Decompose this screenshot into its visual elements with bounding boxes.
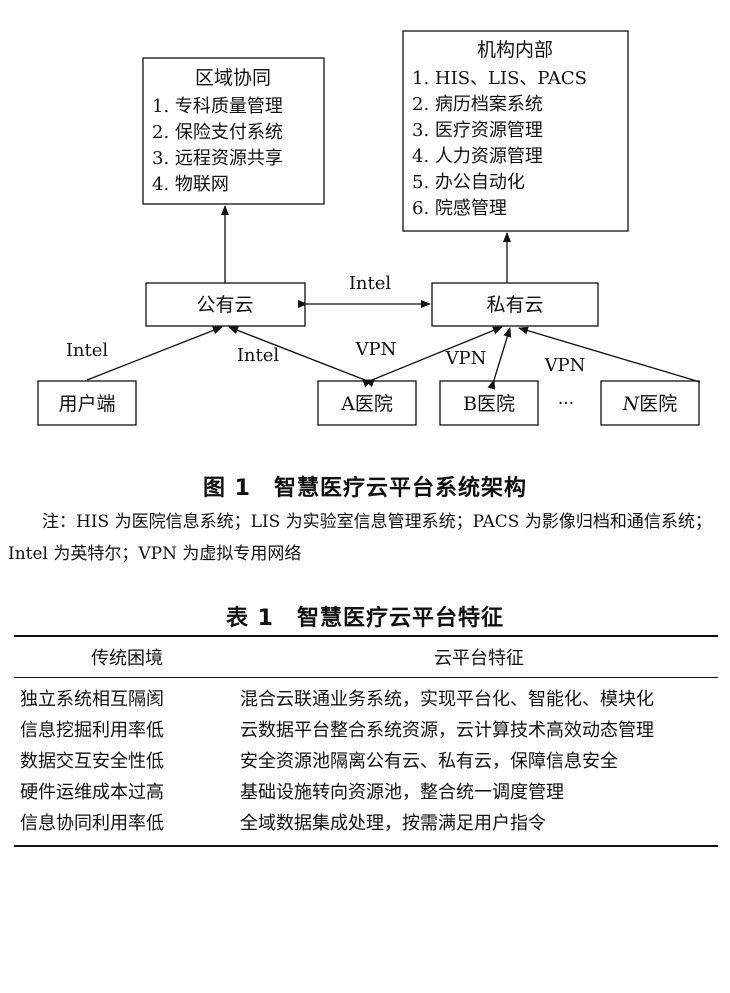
table-top-rule	[14, 635, 718, 637]
label-intel-clouds: Intel	[349, 273, 392, 294]
table-row: 独立系统相互隔阂 混合云联通业务系统，实现平台化、智能化、模块化	[14, 684, 718, 715]
table-bottom-rule	[14, 845, 718, 847]
internal-item: 6. 院感管理	[412, 198, 507, 219]
table-body: 独立系统相互隔阂 混合云联通业务系统，实现平台化、智能化、模块化 信息挖掘利用率…	[14, 678, 718, 845]
table-cell: 数据交互安全性低	[20, 751, 164, 772]
table-caption: 表 1 智慧医疗云平台特征	[226, 606, 504, 631]
internal-title: 机构内部	[477, 39, 553, 61]
hospital-b-box: B医院	[439, 380, 539, 426]
regional-item: 3. 远程资源共享	[152, 148, 283, 169]
features-table: 传统困境 云平台特征 独立系统相互隔阂 混合云联通业务系统，实现平台化、智能化、…	[14, 635, 718, 847]
arrow-b-private	[487, 327, 512, 390]
svg-text:N医院: N医院	[622, 393, 678, 415]
institution-internal-box: 机构内部 1. HIS、LIS、PACS 2. 病历档案系统 3. 医疗资源管理…	[402, 30, 629, 232]
table-cell: 全域数据集成处理，按需满足用户指令	[240, 813, 546, 834]
arrow-a-public	[228, 326, 375, 387]
architecture-diagram: 区域协同 1. 专科质量管理 2. 保险支付系统 3. 远程资源共享 4. 物联…	[37, 30, 701, 426]
internal-item: 2. 病历档案系统	[412, 94, 543, 115]
arrow-a-private	[362, 326, 503, 388]
ellipsis: ···	[558, 394, 574, 414]
hospital-n-box: N医院	[600, 380, 700, 426]
arrow-user-to-public	[86, 326, 223, 381]
user-end-box: 用户端	[37, 380, 137, 426]
table-header-row: 传统困境 云平台特征	[14, 637, 718, 677]
hospital-a-label: A医院	[340, 393, 393, 415]
regional-collaboration-box: 区域协同 1. 专科质量管理 2. 保险支付系统 3. 远程资源共享 4. 物联…	[142, 57, 325, 205]
regional-item: 1. 专科质量管理	[152, 96, 283, 117]
table-cell: 混合云联通业务系统，实现平台化、智能化、模块化	[240, 689, 654, 710]
hospital-n-prefix: N	[622, 393, 641, 415]
label-intel-a: Intel	[237, 345, 280, 366]
internal-item: 3. 医疗资源管理	[412, 120, 543, 141]
table-cell: 安全资源池隔离公有云、私有云，保障信息安全	[240, 751, 618, 772]
table-cell: 信息挖掘利用率低	[20, 720, 164, 741]
private-cloud-box: 私有云	[431, 282, 599, 327]
table-header-rule	[14, 677, 718, 678]
table-header-cell: 传统困境	[91, 648, 163, 669]
internal-item: 5. 办公自动化	[412, 172, 525, 193]
internal-item: 1. HIS、LIS、PACS	[412, 68, 587, 89]
table-cell: 硬件运维成本过高	[20, 782, 164, 803]
label-intel-user: Intel	[66, 340, 109, 361]
label-vpn-n: VPN	[544, 355, 586, 376]
table-row: 硬件运维成本过高 基础设施转向资源池，整合统一调度管理	[14, 777, 718, 808]
label-vpn-a: VPN	[355, 339, 397, 360]
figure-caption: 图 1 智慧医疗云平台系统架构	[203, 476, 527, 501]
hospital-a-box: A医院	[317, 380, 417, 426]
table-row: 数据交互安全性低 安全资源池隔离公有云、私有云，保障信息安全	[14, 746, 718, 777]
table-row: 信息协同利用率低 全域数据集成处理，按需满足用户指令	[14, 808, 718, 839]
table-cell: 基础设施转向资源池，整合统一调度管理	[240, 782, 564, 803]
table-cell: 云数据平台整合系统资源，云计算技术高效动态管理	[240, 720, 654, 741]
internal-item: 4. 人力资源管理	[412, 146, 543, 167]
regional-title: 区域协同	[195, 67, 271, 89]
hospital-b-label: B医院	[463, 393, 515, 415]
user-end-label: 用户端	[58, 393, 115, 415]
table-cell: 独立系统相互隔阂	[20, 689, 164, 710]
figure-note: 注：HIS 为医院信息系统；LIS 为实验室信息管理系统；PACS 为影像归档和…	[8, 506, 722, 570]
public-cloud-box: 公有云	[145, 282, 306, 327]
table-cell: 信息协同利用率低	[20, 813, 164, 834]
private-cloud-label: 私有云	[486, 294, 543, 316]
label-vpn-b: VPN	[445, 348, 487, 369]
figure-note-text: 注：HIS 为医院信息系统；LIS 为实验室信息管理系统；PACS 为影像归档和…	[8, 512, 712, 564]
line-n-private	[518, 326, 701, 383]
public-cloud-label: 公有云	[196, 294, 253, 316]
regional-item: 2. 保险支付系统	[152, 122, 283, 143]
hospital-n-suffix: 医院	[639, 393, 677, 415]
table-row: 信息挖掘利用率低 云数据平台整合系统资源，云计算技术高效动态管理	[14, 715, 718, 746]
table-header-cell: 云平台特征	[434, 648, 524, 669]
regional-item: 4. 物联网	[152, 174, 229, 195]
